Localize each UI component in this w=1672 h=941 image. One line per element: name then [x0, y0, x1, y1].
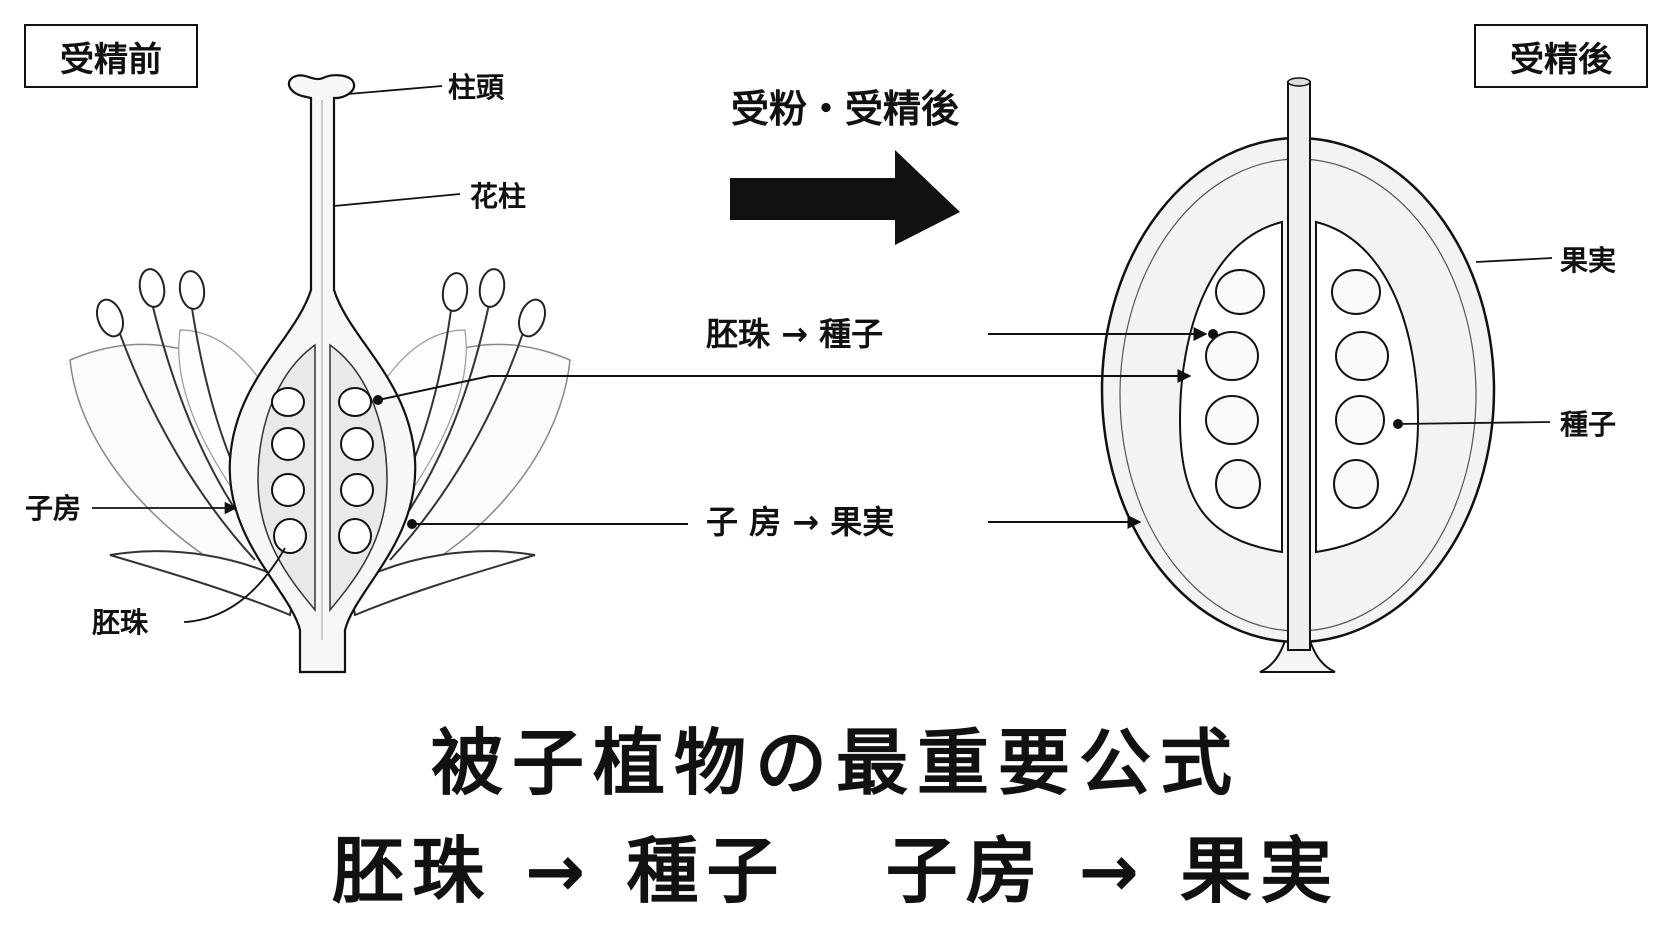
- fruit-label: 果実: [1560, 244, 1616, 277]
- flower-illustration: [69, 74, 571, 674]
- summary-title: 被子植物の最重要公式: [430, 721, 1241, 805]
- after-label: 受精後: [1510, 40, 1613, 80]
- ovary-label: 子房: [25, 492, 81, 525]
- anthers-right: [441, 268, 547, 338]
- transition-arrow-icon: [730, 150, 960, 245]
- seed-label: 種子: [1560, 408, 1616, 441]
- before-label: 受精前: [60, 40, 162, 80]
- leaders-after: [1397, 257, 1553, 425]
- summary-formula: 胚珠 → 種子 子房 → 果実: [331, 829, 1341, 913]
- mapping-ovary-fruit: 子 房 → 果実: [706, 503, 894, 541]
- mapping-arrows: [377, 327, 1208, 529]
- style-remnant: [1287, 81, 1311, 651]
- stigma-label: 柱頭: [448, 71, 505, 104]
- fruit-illustration: [1100, 77, 1496, 673]
- transition-label: 受粉・受精後: [731, 87, 960, 131]
- seeds: [1205, 269, 1389, 509]
- after-label-box: 受精後: [1474, 24, 1648, 88]
- left-sepal: [109, 550, 297, 617]
- mapping-ovule-seed: 胚珠 → 種子: [706, 315, 883, 353]
- style-label: 花柱: [470, 180, 526, 213]
- anthers-left: [95, 268, 206, 338]
- ovule-label: 胚珠: [92, 606, 149, 639]
- ovules: [271, 387, 374, 554]
- before-label-box: 受精前: [24, 24, 198, 88]
- leaders-before: [92, 85, 461, 623]
- right-sepal: [348, 550, 536, 617]
